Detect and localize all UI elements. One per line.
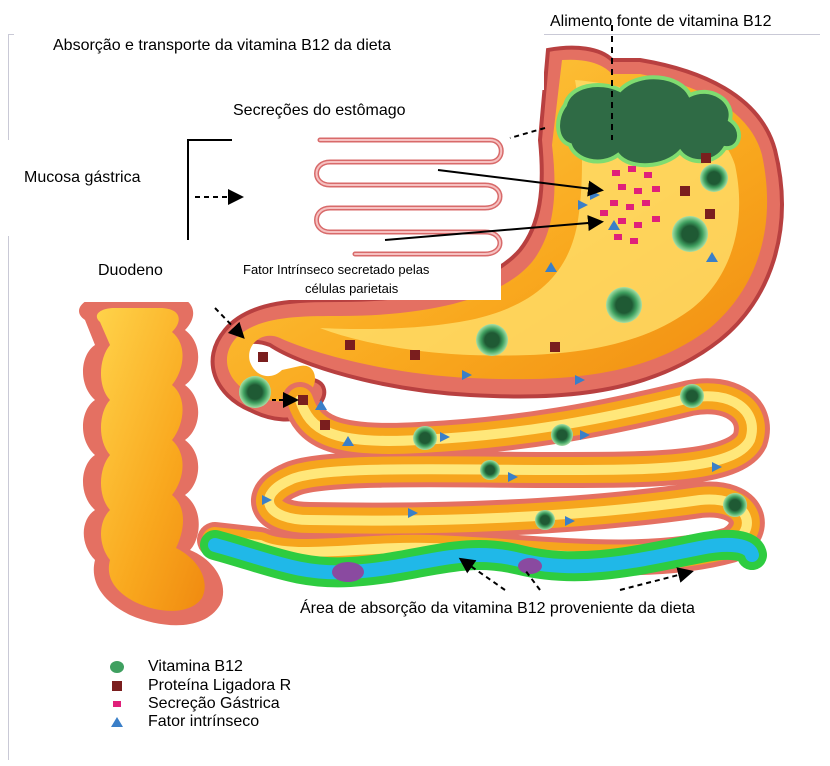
large-intestine <box>79 295 223 625</box>
stomach-secretions-label: Secreções do estômago <box>233 102 406 120</box>
legend-item-r-protein: Proteína Ligadora R <box>108 677 291 695</box>
absorption-area-label: Área de absorção da vitamina B12 proveni… <box>300 600 695 618</box>
mucosa-bracket <box>188 140 232 250</box>
r-square-icon <box>108 677 126 695</box>
blue-triangle-icon <box>108 713 126 731</box>
duodenum-label: Duodeno <box>98 262 163 280</box>
legend-label: Vitamina B12 <box>148 658 243 676</box>
legend-label: Proteína Ligadora R <box>148 677 291 695</box>
diagram-title: Absorção e transporte da vitamina B12 da… <box>53 37 391 55</box>
mucosa-box <box>0 140 186 236</box>
legend-label: Secreção Gástrica <box>148 695 280 713</box>
gastric-folds <box>317 140 502 254</box>
legend-label: Fator intrínseco <box>148 713 259 731</box>
pink-square-icon <box>108 695 126 713</box>
intrinsic-factor-label-1: Fator Intrínseco secretado pelas <box>243 262 429 277</box>
green-circle-icon <box>108 658 126 676</box>
legend-item-gastric-secretion: Secreção Gástrica <box>108 695 280 713</box>
legend-item-vitamin-b12: Vitamina B12 <box>108 658 243 676</box>
food-source-label: Alimento fonte de vitamina B12 <box>550 13 771 31</box>
legend-item-intrinsic-factor: Fator intrínseco <box>108 713 259 731</box>
intrinsic-factor-label-2: células parietais <box>305 281 398 296</box>
gastric-mucosa-label: Mucosa gástrica <box>24 169 141 187</box>
